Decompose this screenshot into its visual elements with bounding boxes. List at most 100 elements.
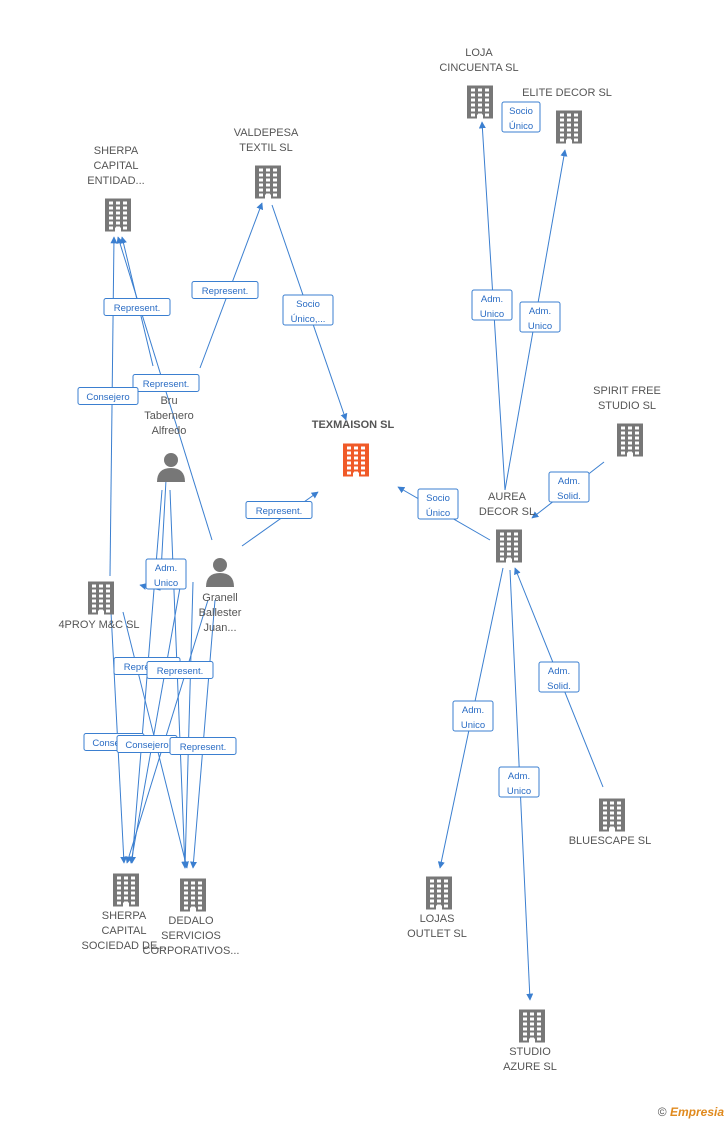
relation-r16-text-line-1: Consejero (125, 740, 168, 751)
relation-box (191, 281, 259, 299)
relation-box (417, 488, 459, 520)
relation-r1-text-line-1: Socio (509, 106, 533, 117)
relation-label-r8[interactable]: Consejero (77, 387, 139, 405)
building-icon (426, 876, 452, 910)
node-elite[interactable]: ELITE DECOR SL (522, 87, 612, 144)
node-center[interactable]: TEXMAISON SL (312, 419, 395, 477)
building-icon (343, 443, 369, 477)
node-bru-label-line-1: Bru (160, 395, 177, 407)
node-loja-label-line-2: CINCUENTA SL (439, 62, 518, 74)
relation-r20-text-line-1: Adm. (508, 771, 530, 782)
relation-box (132, 374, 200, 392)
relation-label-r12[interactable]: Adm.Unico (145, 558, 187, 590)
edge-20 (190, 599, 216, 869)
relation-label-r6[interactable]: Represent. (103, 298, 171, 316)
node-granell-label-line-2: Ballester (199, 607, 242, 619)
relation-label-r14[interactable]: Represent. (146, 661, 214, 679)
node-valdepesa-label-line-2: TEXTIL SL (239, 142, 292, 154)
relation-label-r4[interactable]: Represent. (191, 281, 259, 299)
relation-r20-text-line-2: Unico (507, 786, 531, 797)
node-dedalo-label-line-3: CORPORATIVOS... (143, 945, 240, 957)
relation-box (145, 558, 187, 590)
relation-r7-text-line-1: Represent. (143, 379, 189, 390)
relation-label-r19[interactable]: Adm. Unico (452, 700, 494, 732)
node-bluescape[interactable]: BLUESCAPE SL (569, 798, 652, 848)
node-spirit-label-line-2: STUDIO SL (598, 400, 656, 412)
relation-r19-text-line-2: Unico (461, 720, 485, 731)
relation-r4-text-line-1: Represent. (202, 286, 248, 297)
node-proy[interactable]: 4PROY M&C SL (58, 581, 140, 632)
node-bru-label-line-3: Alfredo (152, 425, 187, 437)
node-studio-label-line-1: STUDIO (509, 1046, 551, 1058)
relation-r14-text-line-1: Represent. (157, 666, 203, 677)
edge-6 (109, 236, 118, 577)
empresia-watermark[interactable]: © Empresia (658, 1105, 724, 1119)
node-sherpa1[interactable]: SHERPACAPITALENTIDAD... (87, 145, 145, 232)
node-loja[interactable]: LOJA CINCUENTA SL (439, 47, 519, 119)
relation-r12-text-line-2: Unico (154, 578, 178, 589)
relation-r3-text-line-1: Adm. (529, 306, 551, 317)
building-icon (88, 581, 114, 615)
relation-label-r3[interactable]: Adm.Unico (519, 301, 561, 333)
node-dedalo[interactable]: DEDALOSERVICIOSCORPORATIVOS... (143, 878, 240, 958)
relation-box (498, 766, 540, 798)
node-elite-label-line-1: ELITE DECOR SL (522, 87, 612, 99)
node-spirit[interactable]: SPIRIT FREE STUDIO SL (593, 385, 661, 457)
relation-r11-text-line-1: Represent. (256, 506, 302, 517)
relation-label-r17[interactable]: Represent. (169, 737, 237, 755)
node-granell[interactable]: GranellBallesterJuan... (199, 558, 242, 634)
relation-r19-text-line-1: Adm. (462, 705, 484, 716)
edge-12 (128, 581, 182, 864)
relation-r18-text-line-2: Solid. (547, 681, 571, 692)
person-icon (206, 558, 234, 587)
copyright-symbol: © (657, 1105, 667, 1119)
building-icon (467, 85, 493, 119)
node-lojas-label-line-2: OUTLET SL (407, 928, 467, 940)
node-granell-label-line-3: Juan... (203, 622, 236, 634)
edge-13 (181, 581, 194, 869)
brand-name: Empresia (669, 1105, 724, 1119)
relation-r18-text-line-1: Adm. (548, 666, 570, 677)
relation-label-r2[interactable]: Adm.Unico (471, 289, 513, 321)
building-icon (519, 1009, 545, 1043)
relation-r17-text-line-1: Represent. (180, 742, 226, 753)
relation-label-r11[interactable]: Represent. (245, 501, 313, 519)
relation-box (169, 737, 237, 755)
node-granell-label-line-1: Granell (202, 592, 237, 604)
relation-label-r9[interactable]: Adm.Solid. (548, 471, 590, 503)
node-sherpa2-label-line-3: SOCIEDAD DE... (82, 940, 167, 952)
relation-box (548, 471, 590, 503)
relation-label-r5[interactable]: SocioÚnico,... (282, 294, 334, 326)
node-bluescape-label-line-1: BLUESCAPE SL (569, 835, 652, 847)
relation-box (519, 301, 561, 333)
node-lojas[interactable]: LOJAS OUTLET SL (407, 876, 467, 941)
building-icon (496, 529, 522, 563)
node-lojas-label-line-1: LOJAS (420, 913, 455, 925)
relation-label-r16[interactable]: Consejero (116, 735, 178, 753)
relation-r9-text-line-1: Adm. (558, 476, 580, 487)
relation-box (452, 700, 494, 732)
node-spirit-label-line-1: SPIRIT FREE (593, 385, 661, 397)
relation-label-r18[interactable]: Adm. Solid. (538, 661, 580, 693)
relation-label-r20[interactable]: Adm. Unico (498, 766, 540, 798)
relation-box (538, 661, 580, 693)
relation-box (501, 101, 541, 133)
relation-box (282, 294, 334, 326)
node-proy-label-line-1: 4PROY M&C SL (58, 619, 139, 631)
relation-box (146, 661, 214, 679)
relation-r2-text-line-1: Adm. (481, 294, 503, 305)
relation-label-r7[interactable]: Represent. (132, 374, 200, 392)
node-loja-label-line-1: LOJA (465, 47, 493, 59)
edge-21 (125, 599, 209, 864)
node-bru-label-line-2: Tabernero (144, 410, 194, 422)
node-aurea-label-line-1: AUREA (488, 491, 527, 503)
nodes-layer: LOJA CINCUENTA SL ELITE DECOR SL VALDEPESAT… (58, 47, 660, 1073)
